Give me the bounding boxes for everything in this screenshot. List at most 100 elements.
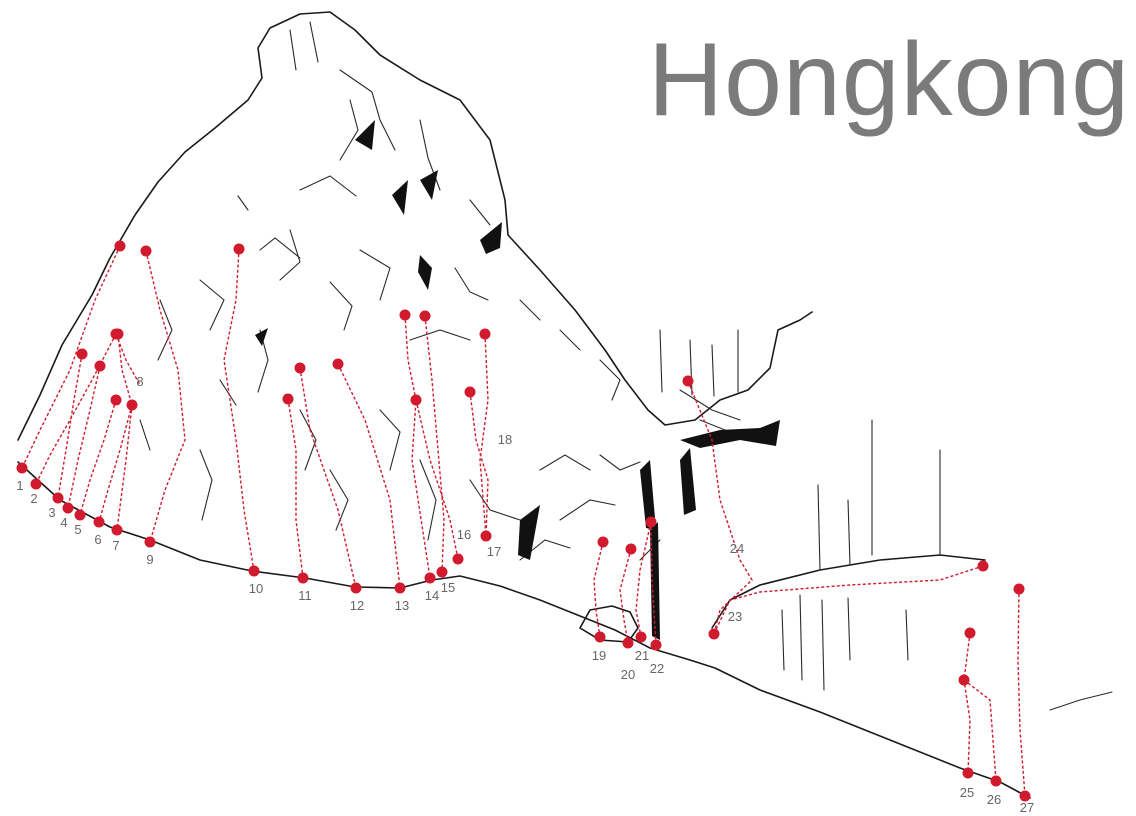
route-top-anchor — [332, 358, 344, 370]
rock-streaks — [659, 329, 941, 691]
route-top-anchor — [76, 348, 88, 360]
route-10[interactable]: 10 — [223, 243, 263, 597]
route-number-label: 6 — [94, 532, 101, 547]
route-number-label: 12 — [350, 598, 364, 613]
route-line — [650, 521, 657, 646]
route-13[interactable]: 13 — [332, 358, 410, 614]
route-18[interactable]: 18 — [464, 386, 513, 537]
route-number-label: 24 — [730, 541, 744, 556]
route-4[interactable]: 4 — [60, 360, 106, 531]
route-base-anchor — [635, 631, 647, 643]
route-top-anchor — [479, 328, 491, 340]
route-base-anchor — [962, 767, 974, 779]
route-line — [57, 353, 83, 499]
route-base-anchor — [1019, 790, 1031, 802]
route-line — [145, 250, 186, 543]
route-number-label: 7 — [112, 538, 119, 553]
route-9[interactable]: 9 — [140, 245, 186, 568]
route-number-label: 17 — [487, 544, 501, 559]
route-line — [287, 398, 304, 579]
route-6[interactable]: 6 — [93, 399, 138, 548]
route-top-anchor — [410, 394, 422, 406]
route-line — [424, 315, 445, 573]
route-line — [116, 333, 133, 531]
route-line — [1017, 588, 1026, 797]
route-base-anchor — [74, 509, 86, 521]
route-11[interactable]: 11 — [282, 393, 312, 604]
rock-outline — [17, 11, 813, 441]
route-base-anchor — [144, 536, 156, 548]
route-top-anchor — [140, 245, 152, 257]
route-17[interactable]: 17 — [479, 328, 502, 560]
route-line — [35, 333, 117, 485]
route-top-anchor — [964, 627, 976, 639]
route-base-anchor — [708, 628, 720, 640]
route-15[interactable]: 15 — [419, 310, 456, 596]
route-16[interactable]: 16 — [410, 394, 472, 565]
route-19[interactable]: 19 — [592, 536, 609, 664]
route-top-anchor — [977, 560, 989, 572]
route-base-anchor — [350, 582, 362, 594]
route-14[interactable]: 14 — [399, 309, 440, 604]
route-number-label: 25 — [960, 785, 974, 800]
route-base-anchor — [111, 524, 123, 536]
route-top-anchor — [464, 386, 476, 398]
route-base-anchor — [93, 516, 105, 528]
route-top-anchor — [282, 393, 294, 405]
route-3[interactable]: 3 — [48, 348, 88, 521]
route-23[interactable]: 23 — [682, 375, 753, 640]
route-base-anchor — [394, 582, 406, 594]
route-27[interactable]: 27 — [1013, 583, 1035, 816]
route-number-label: 27 — [1020, 800, 1034, 815]
route-top-anchor — [294, 362, 306, 374]
route-base-anchor — [622, 637, 634, 649]
route-number-label: 9 — [146, 552, 153, 567]
route-line — [299, 367, 357, 589]
route-5[interactable]: 5 — [74, 394, 122, 538]
route-line — [79, 399, 117, 516]
route-number-label: 19 — [592, 648, 606, 663]
route-24[interactable]: 24 — [713, 541, 989, 635]
route-7[interactable]: 7 — [111, 328, 133, 554]
route-line — [963, 679, 997, 782]
route-base-anchor — [248, 565, 260, 577]
route-number-label: 1 — [16, 478, 23, 493]
route-12[interactable]: 12 — [294, 362, 365, 614]
route-1[interactable]: 1 — [16, 240, 126, 494]
route-top-anchor — [1013, 583, 1025, 595]
route-top-anchor — [126, 399, 138, 411]
route-base-anchor — [594, 631, 606, 643]
route-number-label: 5 — [74, 522, 81, 537]
route-number-label: 14 — [425, 588, 439, 603]
route-line — [479, 333, 489, 537]
route-line — [21, 245, 121, 469]
rock-base-line — [17, 461, 1031, 799]
rock-small-boulder — [579, 605, 639, 643]
route-line — [469, 391, 489, 537]
route-number-label: 10 — [249, 581, 263, 596]
rock-texture — [139, 21, 761, 561]
route-base-anchor — [297, 572, 309, 584]
route-number-label: 4 — [60, 515, 67, 530]
route-20[interactable]: 20 — [619, 543, 637, 683]
route-2[interactable]: 2 — [30, 328, 122, 507]
route-number-label: 22 — [650, 661, 664, 676]
route-number-label: 15 — [441, 580, 455, 595]
route-26[interactable]: 26 — [958, 674, 1002, 808]
route-number-label: 20 — [621, 667, 635, 682]
route-top-anchor — [682, 375, 694, 387]
route-base-anchor — [650, 639, 662, 651]
route-number-label: 18 — [498, 432, 512, 447]
route-top-anchor — [110, 394, 122, 406]
route-22[interactable]: 22 — [650, 521, 664, 676]
route-line — [619, 548, 632, 644]
route-line — [687, 380, 753, 635]
route-25[interactable]: 25 — [960, 627, 976, 801]
route-line — [67, 365, 101, 509]
route-top-anchor — [114, 240, 126, 252]
route-base-anchor — [62, 502, 74, 514]
route-base-anchor — [16, 462, 28, 474]
route-8[interactable]: 8 — [115, 333, 144, 389]
route-base-anchor — [436, 566, 448, 578]
